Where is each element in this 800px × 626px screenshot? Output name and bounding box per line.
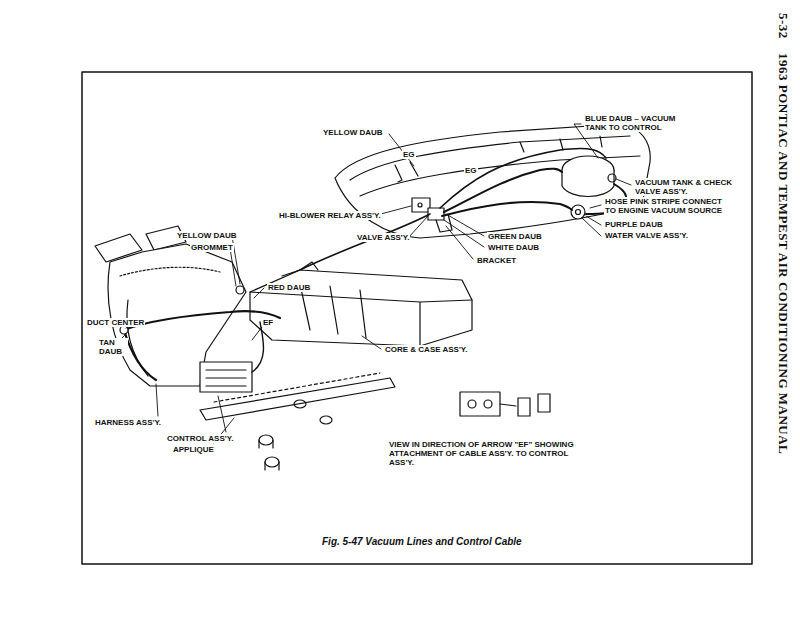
harness: [124, 311, 280, 330]
leader-line: [218, 396, 226, 432]
part-label: BRACKET: [476, 256, 517, 265]
vacuum-tank: [562, 170, 614, 197]
part-label: HI-BLOWER RELAY ASS'Y.: [278, 211, 382, 220]
part-label: VALVE ASS'Y.: [356, 233, 410, 242]
part-label: VACUUM TANK & CHECK VALVE ASS'Y.: [634, 178, 736, 196]
inset-control: [460, 392, 500, 416]
part-label: CONTROL ASS'Y.: [166, 434, 234, 443]
leader-line: [409, 216, 428, 237]
leader-line: [377, 206, 411, 215]
figure-caption: Fig. 5-47 Vacuum Lines and Control Cable: [322, 536, 522, 547]
part-label: BLUE DAUB – VACUUM TANK TO CONTROL: [584, 114, 698, 132]
page-frame: [82, 72, 752, 564]
water-valve: [576, 210, 581, 215]
leader-line: [444, 220, 484, 247]
leader-line: [230, 248, 236, 286]
inset-detail: [468, 400, 476, 408]
leader-lines: [119, 124, 631, 443]
leader-line: [156, 384, 158, 416]
part-label: EG: [402, 150, 416, 159]
bracket: [436, 214, 452, 232]
harness: [124, 330, 156, 380]
part-label: HARNESS ASS'Y.: [94, 418, 162, 427]
vacuum-hose: [442, 202, 572, 216]
leader-line: [616, 179, 631, 185]
control-cable: [252, 322, 264, 372]
relay-terminal: [418, 203, 422, 207]
inset-cable: [500, 404, 516, 406]
part-label: GROMMET: [190, 243, 234, 252]
applique: [200, 378, 395, 420]
knob: [259, 435, 273, 445]
part-label: WHITE DAUB: [487, 243, 540, 252]
part-label: VIEW IN DIRECTION OF ARROW "EF" SHOWING …: [388, 440, 594, 468]
duct-edge: [127, 300, 148, 376]
leader-line: [582, 218, 601, 236]
leader-line: [254, 288, 264, 298]
part-label: TAN DAUB: [98, 338, 128, 356]
water-valve: [571, 205, 585, 219]
leader-line: [590, 205, 601, 208]
duct-seam: [120, 267, 220, 276]
core-case: [250, 270, 472, 346]
part-label: EF: [262, 318, 274, 327]
grommet: [236, 286, 244, 294]
cowl-ridge: [360, 156, 640, 196]
case-fitting: [282, 262, 318, 276]
leader-line: [252, 327, 262, 340]
part-label: YELLOW DAUB: [322, 128, 384, 137]
page-header: 5-32: [775, 12, 790, 40]
vacuum-hose: [440, 148, 606, 208]
part-label: CORE & CASE ASS'Y.: [384, 345, 469, 354]
leader-line: [362, 336, 381, 349]
part-label: HOSE PINK STRIPE CONNECT TO ENGINE VACUU…: [604, 197, 732, 215]
page-header: 1963 PONTIAC AND TEMPEST AIR CONDITIONIN…: [775, 52, 790, 455]
part-label: GREEN DAUB: [487, 232, 543, 241]
hi-blower-relay: [412, 198, 430, 212]
part-label: EG: [464, 166, 478, 175]
control-detail: [206, 370, 246, 386]
control-assembly: [200, 362, 252, 392]
inset-clip: [538, 394, 550, 412]
part-label: RED DAUB: [267, 283, 311, 292]
knob: [265, 457, 279, 467]
knob-side: [259, 440, 279, 470]
arrow-eg: [395, 162, 418, 182]
part-label: DUCT CENTER: [86, 318, 145, 327]
leader-line: [446, 226, 473, 259]
applique-guide: [214, 373, 380, 402]
knob: [294, 400, 306, 408]
part-label: YELLOW DAUB: [176, 231, 238, 240]
inset-clip: [518, 398, 530, 416]
part-label: APPLIQUE: [172, 445, 215, 454]
inset-detail: [484, 400, 492, 408]
knob: [320, 416, 332, 424]
part-label: PURPLE DAUB: [604, 220, 664, 229]
cowl-panel: [335, 124, 650, 238]
part-label: WATER VALVE ASS'Y.: [604, 231, 689, 240]
check-valve: [608, 174, 616, 182]
